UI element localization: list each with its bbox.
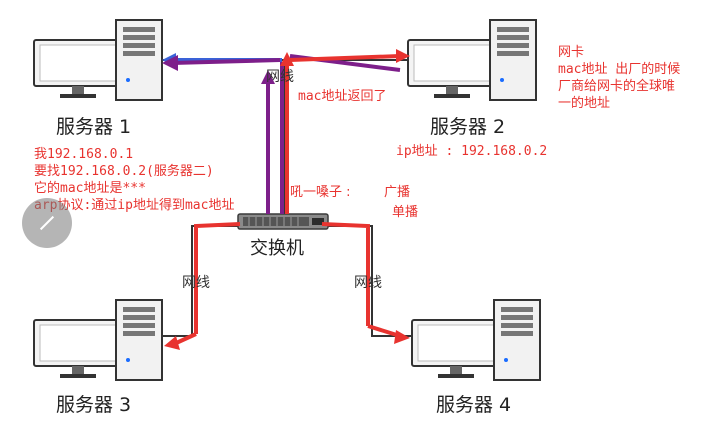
mac-returned-note: mac地址返回了 [298,89,387,104]
arp-request-note: 我192.168.0.1 要找192.168.0.2(服务器二) 它的mac地址… [34,146,234,214]
server-4-computer-icon [411,299,541,381]
server-4-label: 服务器 4 [436,394,512,416]
note-its-mac: 它的mac地址是*** [34,181,146,196]
overlay-close-button[interactable] [22,198,72,248]
switch-icon [237,213,329,230]
wire-label-top: 网线 [266,69,294,85]
nic-title: 网卡 [558,45,585,60]
note-find: 要找192.168.0.2(服务器二) [34,164,214,179]
nic-line-2: 厂商给网卡的全球唯 [558,79,676,94]
red-arrows [164,49,410,350]
unicast-note: 单播 [392,205,419,220]
server-2-computer-icon [407,19,537,101]
nic-line-3: 一的地址 [558,96,611,111]
wire-label-left: 网线 [182,275,210,291]
purple-arrows [162,54,401,214]
wire-label-right: 网线 [354,275,382,291]
server-3-label: 服务器 3 [56,394,132,416]
shout-note: 吼一嗓子 : [290,185,351,200]
server-2-label: 服务器 2 [430,116,506,138]
broadcast-note: 广播 [384,185,411,200]
server-1-computer-icon [33,19,163,101]
server-3-computer-icon [33,299,163,381]
server-1-label: 服务器 1 [56,116,132,138]
switch-label: 交换机 [250,238,304,259]
nic-line-1: mac地址 出厂的时候 [558,62,681,77]
note-arp: arp协议:通过ip地址得到mac地址 [34,198,235,213]
server-2-ip-note: ip地址 : 192.168.0.2 [396,144,548,159]
nic-note: 网卡 mac地址 出厂的时候 厂商给网卡的全球唯 一的地址 [558,44,680,112]
note-me: 我192.168.0.1 [34,147,134,162]
